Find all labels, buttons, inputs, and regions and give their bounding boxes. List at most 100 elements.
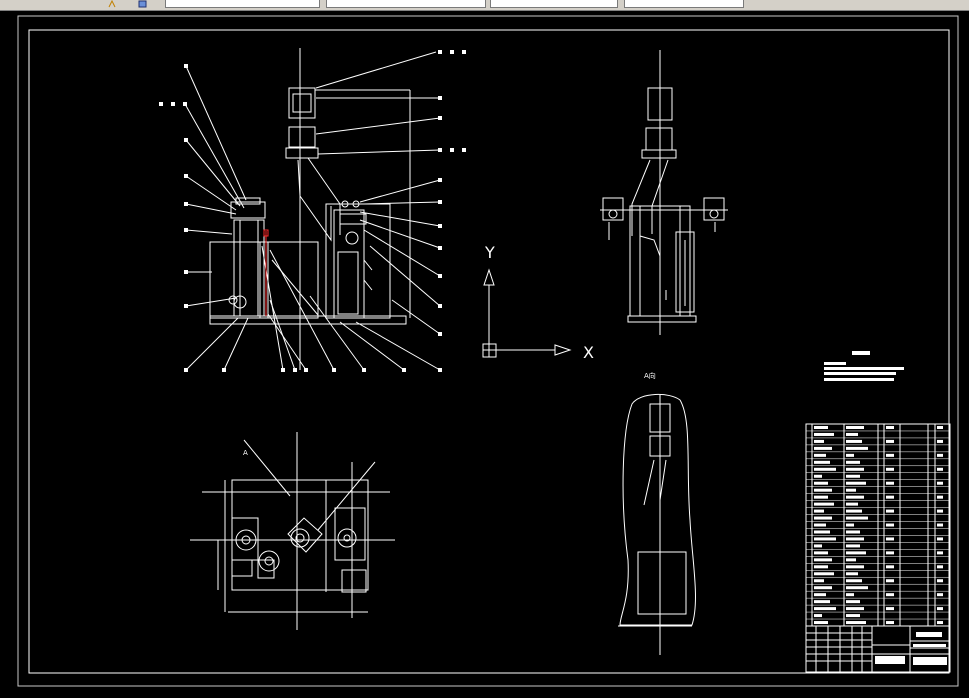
- parts-row-glyph: [846, 579, 862, 583]
- parts-row-glyph: [937, 537, 943, 541]
- parts-row-glyph: [814, 586, 832, 590]
- parts-row-glyph: [814, 481, 828, 485]
- parts-row-glyph: [846, 446, 868, 450]
- parts-row-glyph: [937, 495, 943, 499]
- parts-row-glyph: [846, 607, 864, 611]
- parts-row-glyph: [846, 481, 866, 485]
- parts-row-glyph: [937, 481, 943, 485]
- technical-notes: [824, 351, 904, 381]
- parts-row-glyph: [846, 474, 860, 478]
- ucs-x-label: X: [583, 343, 594, 362]
- ucs-icon: [482, 268, 572, 358]
- parts-list: [805, 423, 951, 627]
- parts-row-glyph: [814, 579, 824, 583]
- parts-row-glyph: [846, 586, 868, 590]
- parts-row-glyph: [814, 565, 828, 569]
- parts-row-glyph: [886, 426, 894, 429]
- parts-row-glyph: [846, 600, 860, 604]
- parts-row-glyph: [846, 495, 864, 499]
- parts-row-glyph: [886, 509, 894, 513]
- parts-row-glyph: [814, 537, 836, 541]
- parts-row-glyph: [814, 593, 826, 597]
- title-block: [805, 625, 951, 673]
- parts-row-glyph: [814, 453, 826, 457]
- linetype-combo[interactable]: [326, 0, 486, 8]
- parts-row-glyph: [937, 426, 943, 429]
- plotstyle-combo[interactable]: [624, 0, 744, 8]
- parts-row-glyph: [846, 439, 862, 443]
- parts-row-glyph: [886, 439, 894, 443]
- parts-row-glyph: [937, 509, 943, 513]
- parts-row-glyph: [846, 488, 856, 492]
- parts-row-glyph: [814, 432, 834, 436]
- layer-combo[interactable]: [165, 0, 320, 8]
- parts-list-rows: [806, 430, 950, 620]
- parts-row-glyph: [814, 516, 832, 520]
- parts-row-glyph: [846, 537, 864, 541]
- parts-row-glyph: [937, 453, 943, 457]
- parts-row-glyph: [937, 565, 943, 569]
- parts-row-glyph: [814, 614, 822, 618]
- parts-row-glyph: [886, 453, 894, 457]
- balloon-tags: [159, 50, 466, 372]
- parts-row-glyph: [846, 614, 860, 618]
- parts-row-glyph: [846, 551, 866, 555]
- title-block-text: [875, 632, 947, 665]
- parts-list-text: [814, 426, 943, 625]
- sheet-outer-border: [17, 15, 959, 687]
- parts-row-glyph: [814, 530, 830, 534]
- cad-toolbar: [0, 0, 969, 11]
- parts-row-glyph: [886, 551, 894, 555]
- parts-row-glyph: [846, 544, 860, 548]
- front-view: [184, 48, 441, 371]
- parts-row-glyph: [814, 572, 834, 576]
- parts-row-glyph: [814, 551, 828, 555]
- view-label: A向: [644, 371, 656, 380]
- parts-row-glyph: [937, 439, 943, 443]
- parts-row-glyph: [814, 460, 830, 464]
- parts-row-glyph: [814, 621, 828, 625]
- parts-row-glyph: [937, 467, 943, 471]
- parts-row-glyph: [814, 600, 830, 604]
- parts-row-glyph: [846, 530, 860, 534]
- parts-row-glyph: [814, 474, 822, 478]
- parts-row-glyph: [937, 523, 943, 527]
- parts-row-glyph: [814, 544, 822, 548]
- parts-row-glyph: [814, 523, 826, 527]
- drawing-frame: [28, 29, 950, 674]
- parts-row-glyph: [886, 467, 894, 471]
- parts-row-glyph: [886, 607, 894, 611]
- parts-row-glyph: [937, 621, 943, 625]
- snap-icon[interactable]: [108, 0, 117, 8]
- parts-row-glyph: [846, 426, 864, 429]
- parts-row-glyph: [814, 558, 832, 562]
- top-view: [190, 432, 395, 630]
- parts-row-glyph: [886, 565, 894, 569]
- parts-row-glyph: [814, 509, 824, 513]
- lineweight-combo[interactable]: [490, 0, 618, 8]
- parts-row-glyph: [886, 537, 894, 541]
- parts-row-glyph: [814, 502, 834, 506]
- parts-row-glyph: [814, 495, 828, 499]
- layer-states-icon[interactable]: [138, 0, 147, 8]
- model-space[interactable]: [0, 11, 969, 698]
- parts-row-glyph: [814, 488, 832, 492]
- parts-row-glyph: [886, 523, 894, 527]
- parts-row-glyph: [937, 593, 943, 597]
- parts-row-glyph: [846, 432, 858, 436]
- parts-row-glyph: [846, 572, 858, 576]
- highlight-entity: [263, 229, 269, 316]
- parts-row-glyph: [937, 551, 943, 555]
- ucs-y-label: Y: [484, 243, 495, 262]
- parts-row-glyph: [814, 426, 828, 429]
- parts-row-glyph: [886, 495, 894, 499]
- section-marker-label: A: [243, 449, 248, 457]
- parts-row-glyph: [846, 523, 854, 527]
- auxiliary-view: [618, 394, 696, 655]
- parts-row-glyph: [814, 439, 824, 443]
- parts-row-glyph: [937, 607, 943, 611]
- parts-row-glyph: [886, 481, 894, 485]
- parts-row-glyph: [814, 607, 836, 611]
- parts-row-glyph: [846, 509, 862, 513]
